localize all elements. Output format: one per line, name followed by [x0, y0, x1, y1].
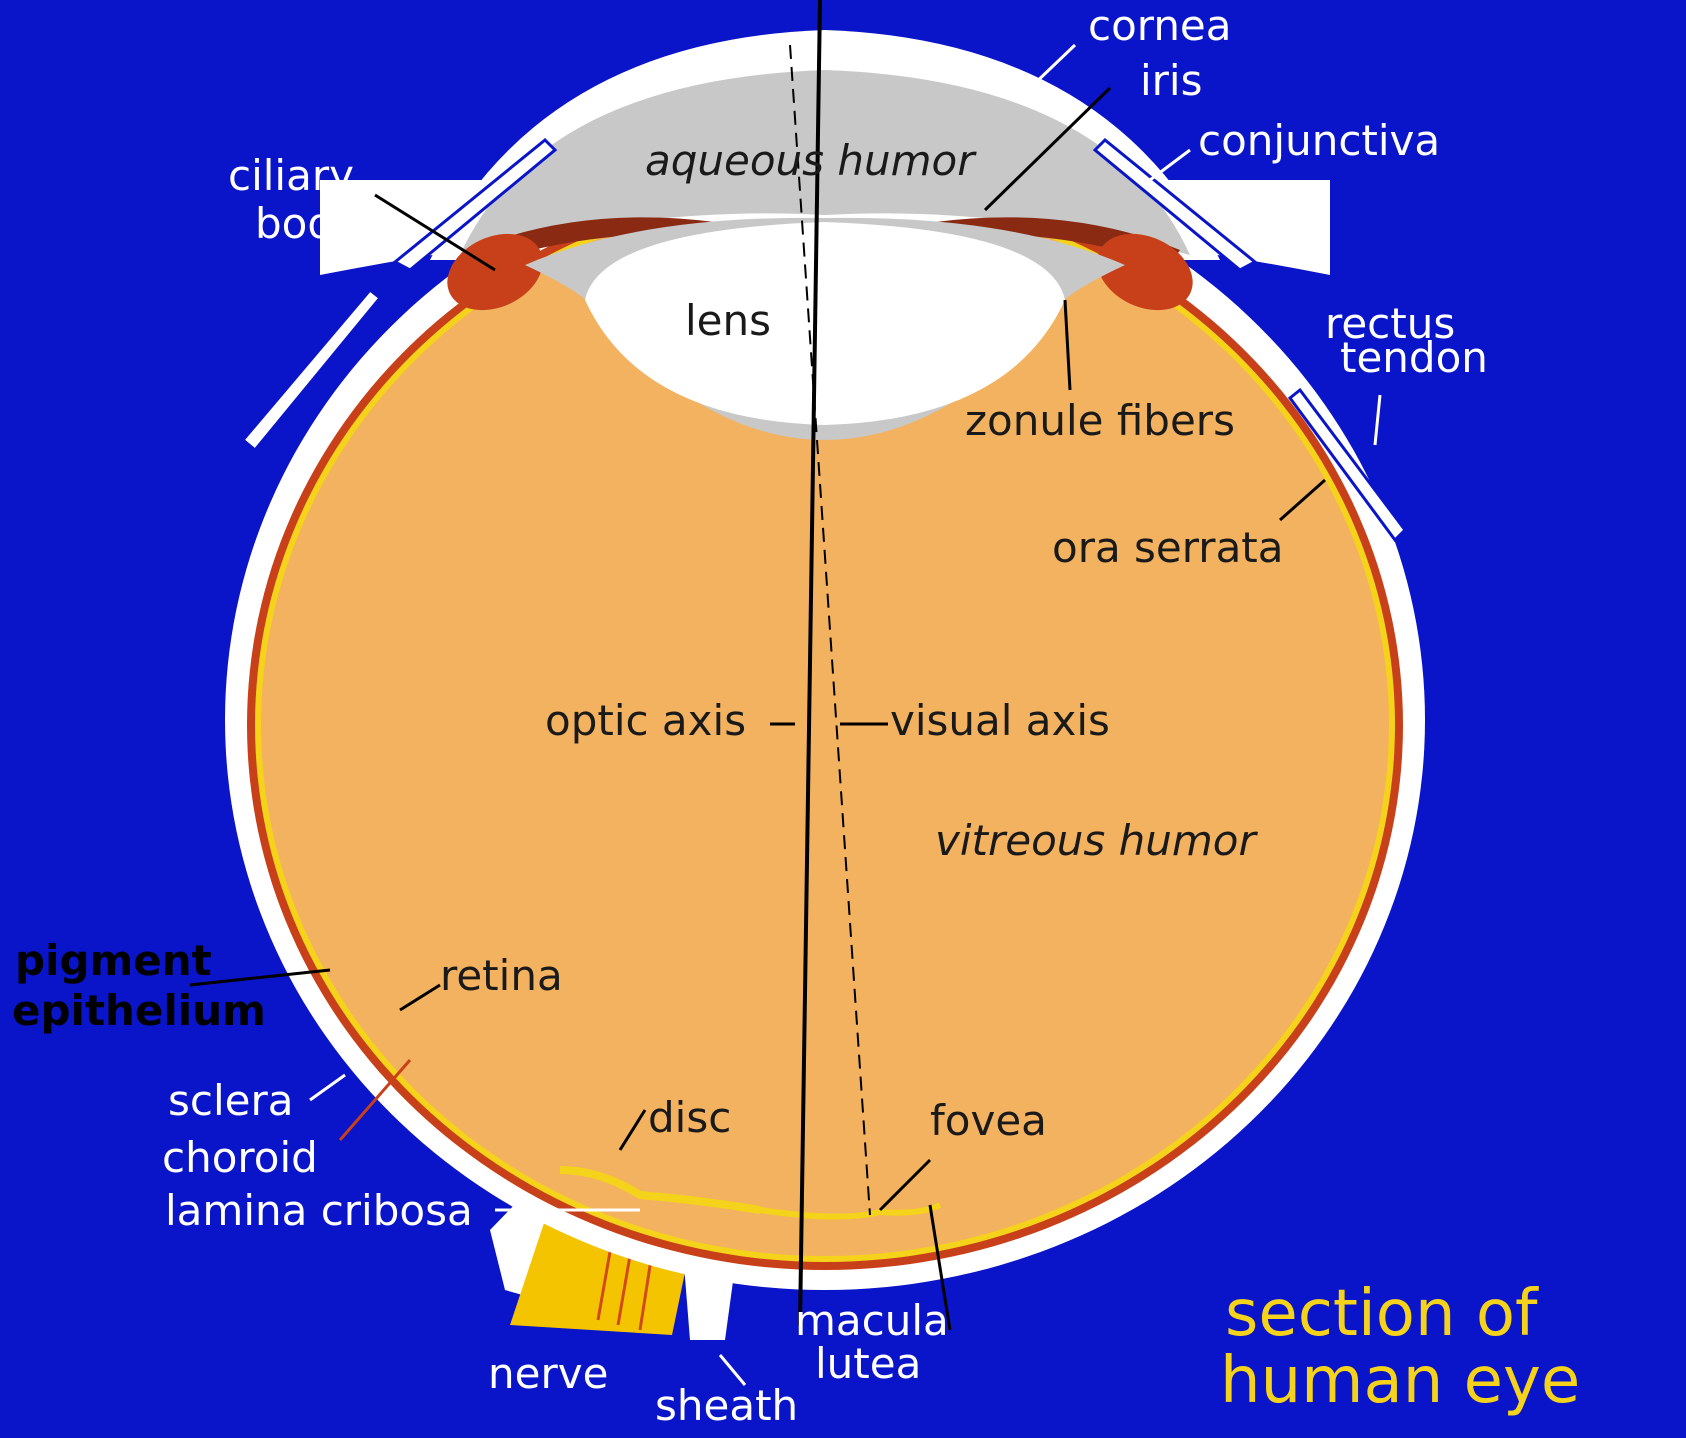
label-conjunctiva: conjunctiva — [1198, 116, 1440, 165]
label-lens: lens — [685, 296, 771, 345]
label-aqueous-humor: aqueous humor — [645, 136, 977, 185]
label-iris: iris — [1140, 56, 1203, 105]
label-fovea: fovea — [930, 1096, 1047, 1145]
label-ciliary: ciliary — [228, 151, 354, 200]
label-sclera: sclera — [168, 1076, 294, 1125]
label-disc: disc — [648, 1093, 731, 1142]
label-zonule-fibers: zonule fibers — [965, 396, 1235, 445]
label-pigment: pigment — [15, 936, 212, 985]
label-vitreous-humor: vitreous humor — [935, 816, 1258, 865]
label-sheath: sheath — [655, 1381, 798, 1430]
label-lamina-cribosa: lamina cribosa — [165, 1186, 473, 1235]
label-lutea: lutea — [815, 1339, 921, 1388]
title-line2: human eye — [1220, 1344, 1580, 1418]
label-cornea: cornea — [1088, 1, 1232, 50]
label-body: body — [255, 199, 359, 248]
label-nerve: nerve — [488, 1349, 608, 1398]
title-line1: section of — [1225, 1277, 1539, 1351]
label-retina: retina — [440, 951, 563, 1000]
label-macula: macula — [795, 1296, 949, 1345]
label-epithelium: epithelium — [12, 986, 266, 1035]
label-optic-axis: optic axis — [545, 696, 746, 745]
label-ora-serrata: ora serrata — [1052, 523, 1284, 572]
label-visual-axis: visual axis — [890, 696, 1110, 745]
label-tendon: tendon — [1340, 333, 1488, 382]
label-choroid: choroid — [162, 1133, 318, 1182]
